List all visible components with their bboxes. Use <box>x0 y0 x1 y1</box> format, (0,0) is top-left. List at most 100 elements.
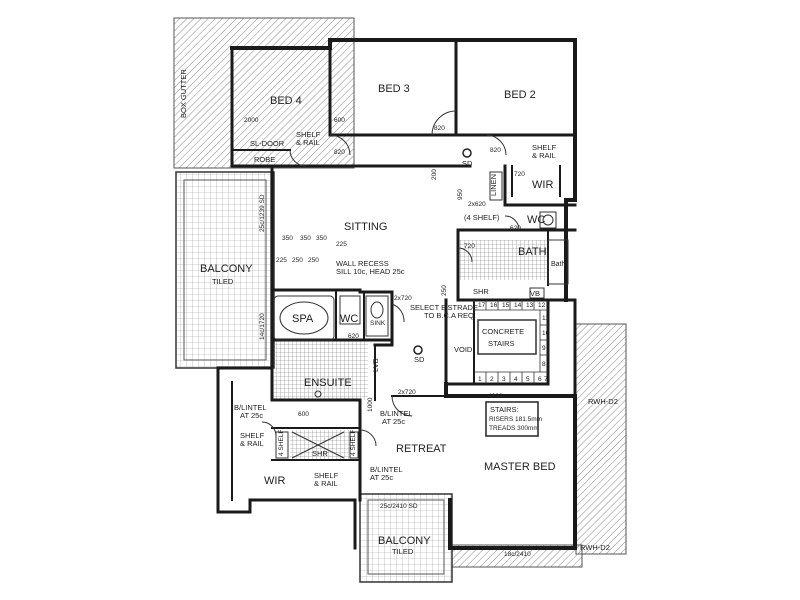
dim-350b: 350 <box>300 235 311 242</box>
small-labels: TILED TILED SINK VOID CONCRETE STAIRS RO… <box>179 69 618 556</box>
room-wc-right: WC <box>527 214 545 226</box>
room-bath: BATH <box>518 246 547 258</box>
stair-num-10: 10 <box>542 330 550 337</box>
rwh-top: RWH-D2 <box>588 397 618 406</box>
dim-350c: 350 <box>316 235 327 242</box>
dim-950: 950 <box>457 189 464 200</box>
stair-num-17: 17 <box>478 302 486 309</box>
room-wir-left: WIR <box>264 475 285 487</box>
shelf-rail-bed4-2: & RAIL <box>296 138 320 147</box>
concrete-stairs-1: CONCRETE <box>482 327 524 336</box>
stairs-spec-box: STAIRS: RISERS 181.5mm TREADS 300mm <box>485 401 542 437</box>
ensuite-floor <box>272 340 368 400</box>
shelf-rail-bed2-1: SHELF <box>532 143 557 152</box>
shelf-rail-bed4-1: SHELF <box>296 130 321 139</box>
stair-num-15: 15 <box>502 302 510 309</box>
room-bed3: BED 3 <box>378 83 410 95</box>
shelf-rail-wir2-2: & RAIL <box>314 479 338 488</box>
room-master-bed: MASTER BED <box>484 461 556 473</box>
dim-1000: 1000 <box>367 397 374 412</box>
dim-350a: 350 <box>282 235 293 242</box>
room-retreat: RETREAT <box>396 443 447 455</box>
stair-num-6: 6 <box>538 376 542 383</box>
dim-250a: 250 <box>292 257 303 264</box>
dim-25c-1239: 25c/1239 SD <box>259 194 266 232</box>
dim-600: 600 <box>334 117 345 124</box>
sd-mid-label: SD <box>414 355 425 364</box>
dim-200: 200 <box>431 169 438 180</box>
dim-2x720-mid: 2x720 <box>398 389 416 396</box>
rwh-bottom: RWH-D2 <box>580 543 610 552</box>
stairs-spec-3: TREADS 300mm <box>489 425 539 432</box>
concrete-stairs-2: STAIRS <box>488 339 515 348</box>
balcony-bottom-area <box>359 493 453 583</box>
shelf-rail-wir-2: & RAIL <box>240 439 264 448</box>
bath-floor <box>458 240 548 280</box>
stair-num-8: 8 <box>542 361 546 368</box>
stair-num-3: 3 <box>502 376 506 383</box>
stair-num-13: 13 <box>526 302 534 309</box>
dim-2000: 2000 <box>244 117 259 124</box>
stair-num-16: 16 <box>490 302 498 309</box>
dim-18c-2410: 18c/2410 <box>504 551 531 558</box>
b-lintel-1b: AT 25c <box>240 411 263 420</box>
room-robe: ROBE <box>254 155 275 164</box>
dim-14c-1720: 14c/1720 <box>259 313 266 340</box>
room-wc-ensuite: WC <box>340 313 358 325</box>
room-wir-right: WIR <box>532 179 553 191</box>
balcony-left-area <box>175 171 275 369</box>
four-shelf-b: 4 SHELF <box>350 430 357 456</box>
dim-820-bed2: 820 <box>490 147 501 154</box>
stairs-spec-1: STAIRS: <box>490 405 519 414</box>
stair-num-2: 2 <box>490 376 494 383</box>
shr-ensuite: SHR <box>312 449 328 458</box>
stair-num-9: 9 <box>542 345 546 352</box>
shr-bath: SHR <box>473 287 489 296</box>
smoke-detector-mid <box>413 345 423 355</box>
b-lintel-3b: AT 25c <box>370 473 393 482</box>
stair-num-14: 14 <box>514 302 522 309</box>
balcony-left-tiled: TILED <box>212 277 234 286</box>
room-bed2: BED 2 <box>504 89 536 101</box>
walls <box>216 38 577 550</box>
select-bstrade-1: SELECT B'STRADE <box>410 303 478 312</box>
select-bstrade-2: TO B.C.A REQ. <box>424 311 476 320</box>
room-balcony-bottom: BALCONY <box>378 535 431 547</box>
room-spa: SPA <box>292 313 314 325</box>
stair-num-11: 11 <box>542 315 549 322</box>
stair-treads <box>473 300 548 384</box>
dim-720-wir: 720 <box>514 171 525 178</box>
stairs-spec-2: RISERS 181.5mm <box>489 416 542 423</box>
box-gutter-note: BOX GUTTER <box>179 69 188 118</box>
room-sitting: SITTING <box>344 221 387 233</box>
room-bath-tub: Bath <box>551 261 566 268</box>
stair-num-7: 7 <box>544 376 548 383</box>
roof-hatching <box>173 17 627 568</box>
balcony-bottom-tiled: TILED <box>392 547 414 556</box>
dim-720-bath: 720 <box>464 243 475 250</box>
shelf-rail-wir-1: SHELF <box>240 431 265 440</box>
stair-num-12: 12 <box>538 302 546 309</box>
sd-top-label: SD <box>462 159 473 168</box>
lvb-label: LVB <box>371 358 380 372</box>
room-ensuite: ENSUITE <box>304 377 352 389</box>
b-lintel-1a: B/LINTEL <box>234 403 267 412</box>
dim-820-bed3: 820 <box>434 125 445 132</box>
dim-620-ens: 620 <box>348 333 359 340</box>
rotated-shelves: 4 SHELF 4 SHELF <box>278 430 357 456</box>
vb-label: VB <box>530 289 540 298</box>
dim-2x620: 2x620 <box>468 201 486 208</box>
four-shelf-a: 4 SHELF <box>278 430 285 456</box>
dim-4080: 4080 <box>488 393 503 400</box>
sl-door-note: SL-DOOR <box>250 139 285 148</box>
dim-250b: 250 <box>308 257 319 264</box>
shower-floor <box>290 430 350 460</box>
shelf-rail-bed2-2: & RAIL <box>532 151 556 160</box>
dim-820-bed4: 820 <box>334 149 345 156</box>
b-lintel-3a: B/LINTEL <box>370 465 403 474</box>
wall-recess-2: SILL 10c, HEAD 25c <box>336 267 405 276</box>
dimension-labels: 2000 600 820 820 820 720 2x620 620 720 9… <box>244 117 550 558</box>
wall-recess-1: WALL RECESS <box>336 259 389 268</box>
dim-225a: 225 <box>336 241 347 248</box>
